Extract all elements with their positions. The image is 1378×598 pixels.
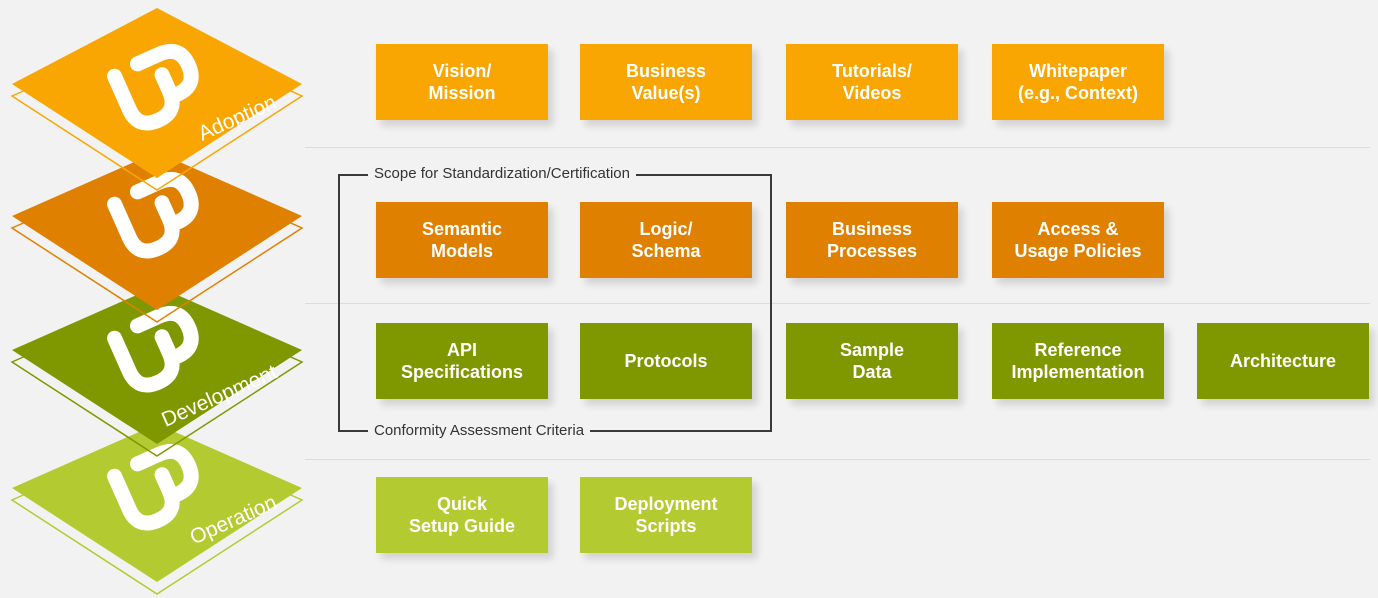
box-architecture: Architecture: [1197, 323, 1369, 399]
layer-stack: Operation Development Adoption: [10, 8, 304, 595]
box-deployment-scripts: Deployment Scripts: [580, 477, 752, 553]
row-separator: [305, 147, 1370, 148]
conformity-label: Conformity Assessment Criteria: [368, 422, 591, 440]
layer-adoption: Adoption: [10, 8, 304, 191]
box-semantic-models: Semantic Models: [376, 202, 548, 278]
row-separator: [305, 303, 1370, 304]
box-sample-data: Sample Data: [786, 323, 958, 399]
logo-icon: [107, 305, 199, 393]
box-reference-implementation: Reference Implementation: [992, 323, 1164, 399]
layer-development: Development: [10, 286, 304, 457]
layer-design: [10, 152, 304, 323]
box-quick-setup-guide: Quick Setup Guide: [376, 477, 548, 553]
box-tutorials-videos: Tutorials/ Videos: [786, 44, 958, 120]
scope-label: Scope for Standardization/Certification: [368, 165, 636, 183]
logo-icon: [107, 43, 199, 131]
box-logic-schema: Logic/ Schema: [580, 202, 752, 278]
row-separator: [305, 459, 1370, 460]
box-api-specifications: API Specifications: [376, 323, 548, 399]
bracket-right-line: [770, 174, 772, 432]
bracket-left-line: [338, 174, 340, 432]
box-whitepaper: Whitepaper (e.g., Context): [992, 44, 1164, 120]
box-protocols: Protocols: [580, 323, 752, 399]
logo-icon: [107, 443, 199, 531]
box-vision-mission: Vision/ Mission: [376, 44, 548, 120]
box-business-processes: Business Processes: [786, 202, 958, 278]
logo-icon: [107, 171, 199, 259]
layer-operation: Operation: [10, 424, 304, 595]
box-business-values: Business Value(s): [580, 44, 752, 120]
box-access-usage-policies: Access & Usage Policies: [992, 202, 1164, 278]
